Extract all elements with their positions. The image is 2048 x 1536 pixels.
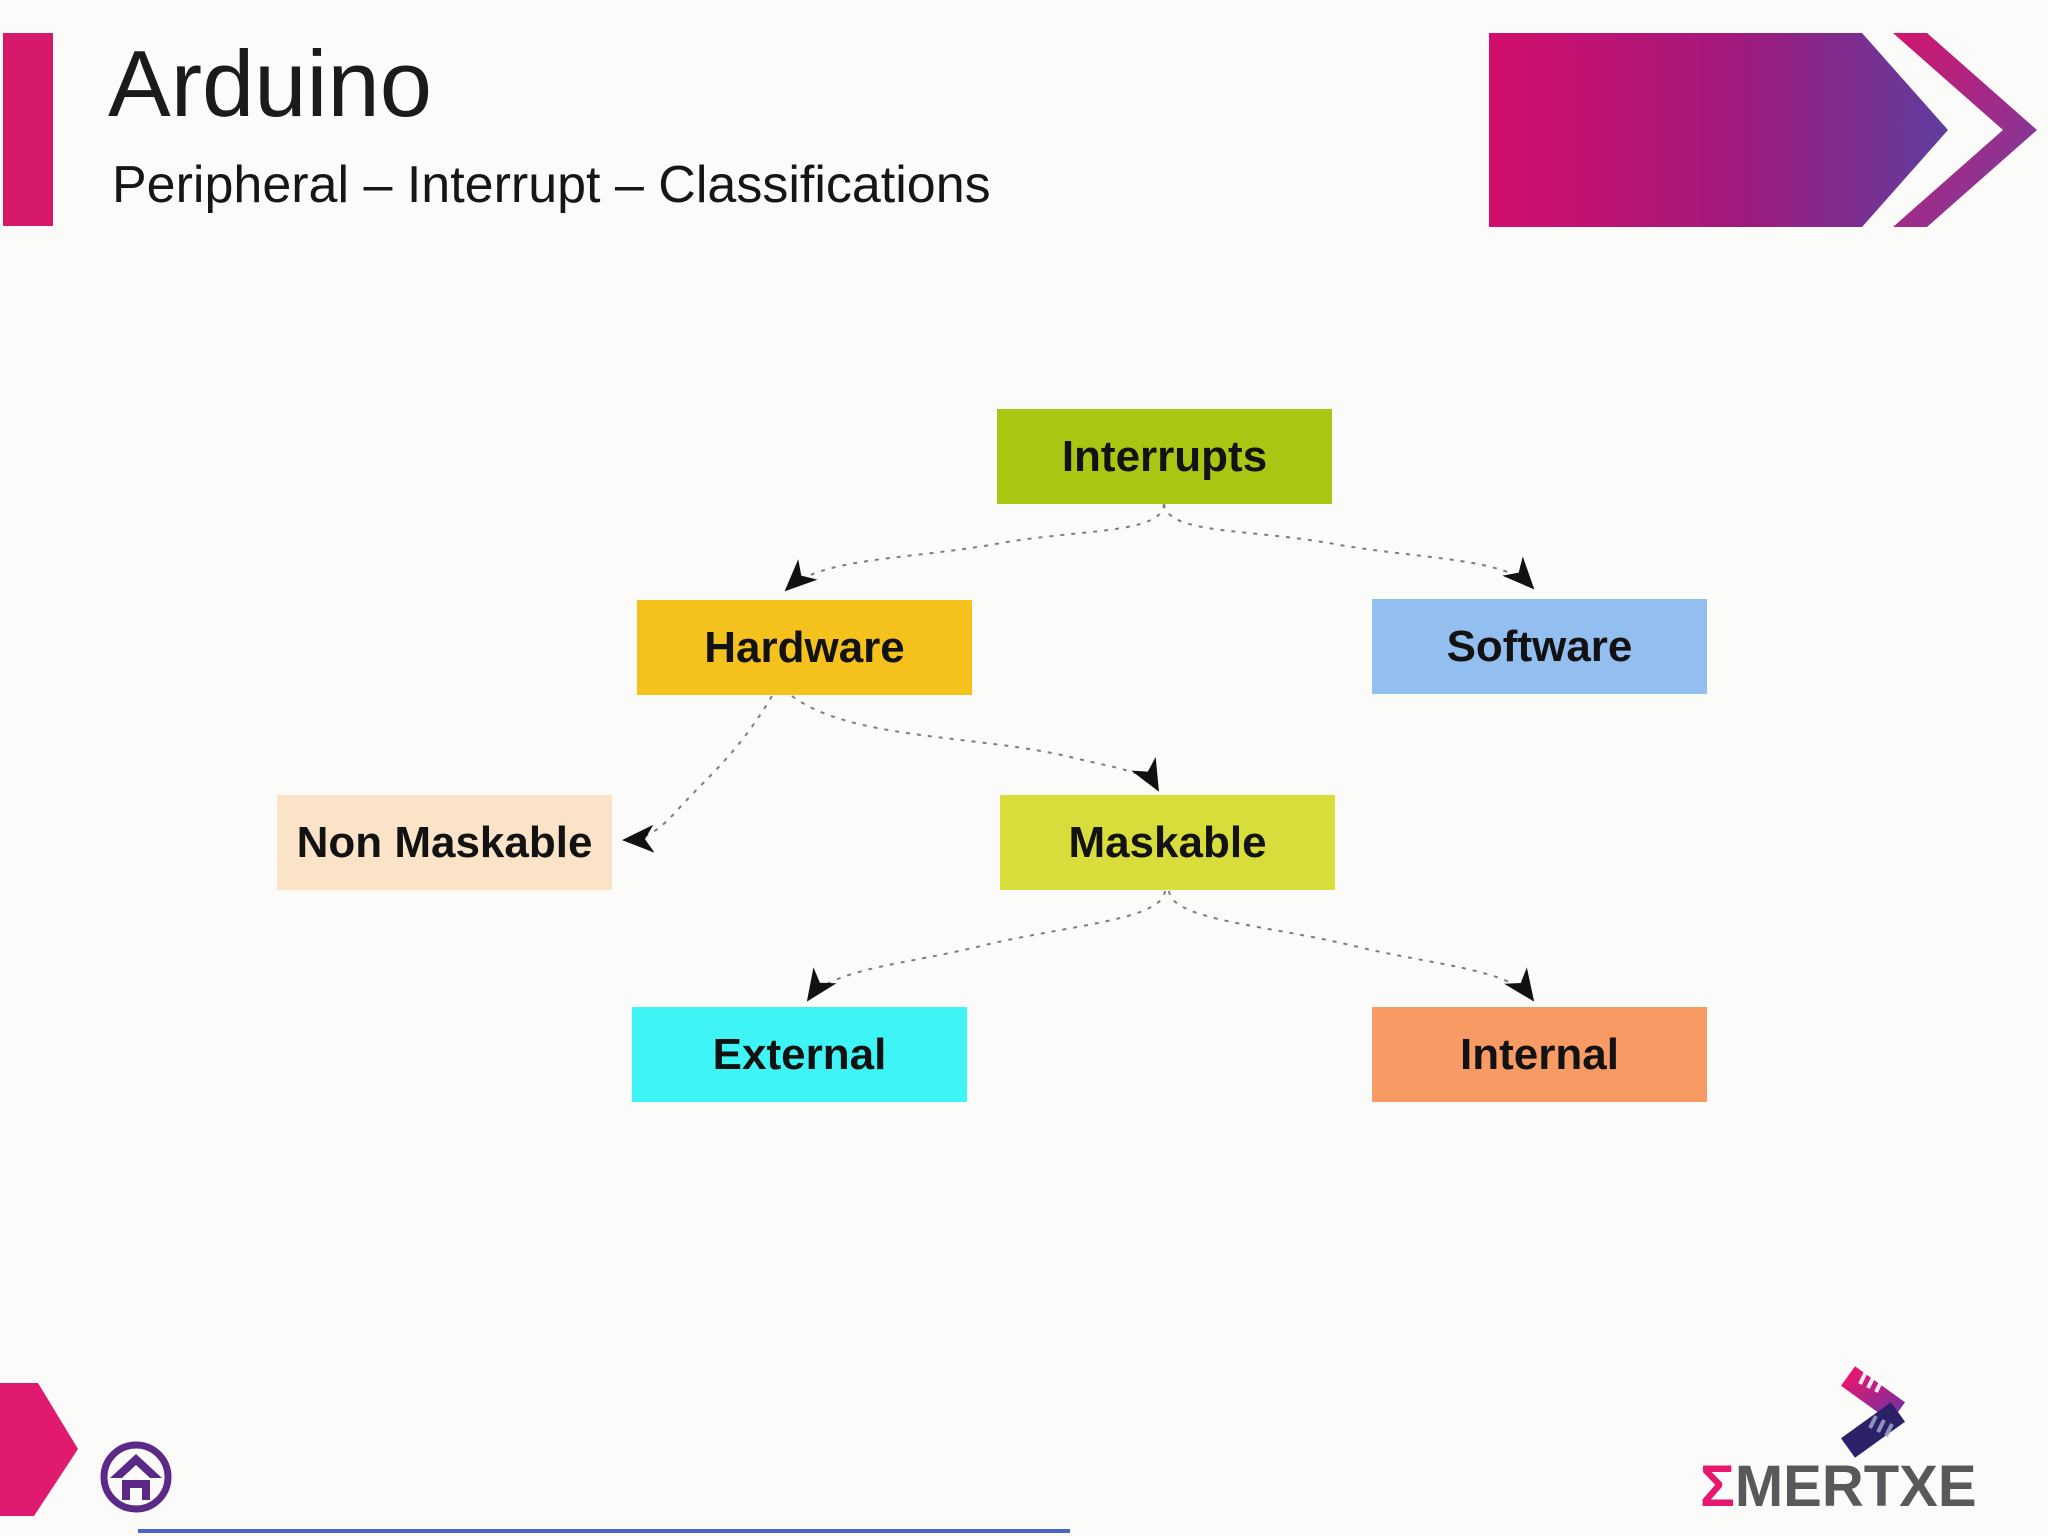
emertxe-logo-name: MERTXE (1734, 1454, 1977, 1519)
node-label: Maskable (1068, 817, 1267, 867)
diagram-node-software: Software (1372, 599, 1707, 694)
node-label: Internal (1460, 1029, 1619, 1079)
title-accent-bar (3, 33, 53, 226)
header-arrow-chevron (1893, 33, 2037, 227)
node-label: Hardware (704, 622, 905, 672)
edge-hardware-maskable (791, 695, 1159, 792)
header-arrow-graphic (1489, 33, 2037, 227)
footer-divider-line (138, 1529, 1070, 1533)
diagram-node-hardware: Hardware (637, 600, 972, 695)
edge-maskable-internal (1168, 890, 1535, 1002)
emertxe-logo-sigma: Σ (1700, 1454, 1735, 1519)
diagram-node-external: External (632, 1007, 967, 1102)
home-roof (110, 1454, 162, 1478)
diagram-node-non-maskable: Non Maskable (277, 795, 612, 890)
home-icon[interactable] (98, 1438, 174, 1516)
emertxe-logo-arrow-icon (1840, 1366, 1906, 1458)
page-subtitle: Peripheral – Interrupt – Classifications (112, 156, 991, 214)
home-body (122, 1480, 150, 1500)
node-label: Software (1446, 621, 1633, 671)
diagram-node-interrupts: Interrupts (997, 409, 1332, 504)
edge-interrupts-software (1163, 503, 1535, 590)
page-title: Arduino (108, 31, 432, 136)
diagram-node-maskable: Maskable (1000, 795, 1335, 890)
emertxe-logo: ΣMERTXE (1700, 1458, 2048, 1516)
node-label: External (712, 1029, 887, 1079)
header-arrow-body (1489, 33, 1948, 227)
node-label: Interrupts (1061, 431, 1268, 481)
edge-hardware-nonmaskable (622, 695, 773, 853)
edge-interrupts-hardware (784, 503, 1165, 592)
node-label: Non Maskable (296, 817, 593, 867)
diagram-node-internal: Internal (1372, 1007, 1707, 1102)
footer-chevron-shape (0, 1383, 78, 1516)
edge-maskable-external (806, 890, 1166, 1002)
